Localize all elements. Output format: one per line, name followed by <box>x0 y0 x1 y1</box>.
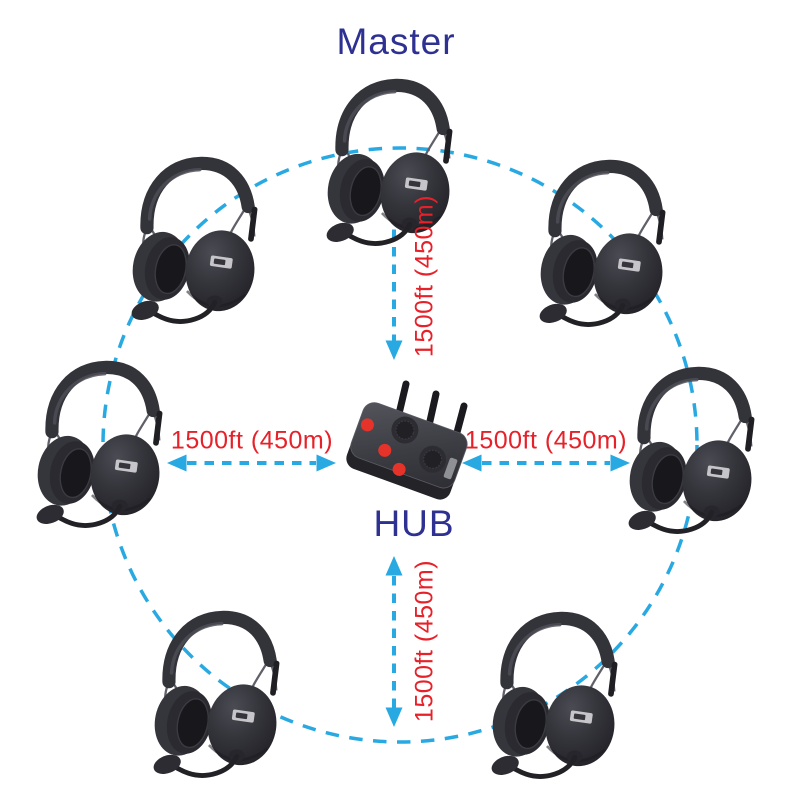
hub-red-indicator <box>360 418 374 432</box>
hub-label: HUB <box>373 503 455 544</box>
headset-bottom-right <box>486 618 619 778</box>
distance-arrow-left <box>167 454 336 472</box>
hub-device-icon <box>346 380 468 500</box>
headset-upper-left <box>126 163 259 323</box>
arrowhead-right-icon <box>610 454 630 472</box>
hub-red-indicator <box>378 443 392 457</box>
distance-label-right: 1500ft (450m) <box>464 426 628 455</box>
distance-arrow-right <box>462 454 630 472</box>
arrowhead-left-icon <box>462 454 482 472</box>
arrowhead-right-icon <box>316 454 336 472</box>
headset-right <box>623 373 756 533</box>
distance-label-top: 1500ft (450m) <box>410 194 439 358</box>
range-circle <box>101 146 699 744</box>
arrowhead-left-icon <box>167 454 187 472</box>
arrowhead-down-icon <box>385 707 403 727</box>
arrowhead-down-icon <box>385 340 403 360</box>
distance-label-bottom: 1500ft (450m) <box>410 559 439 723</box>
distance-arrow-bottom <box>385 556 403 727</box>
headset-left <box>31 367 164 527</box>
hub-red-indicator <box>392 462 406 476</box>
distance-label-left: 1500ft (450m) <box>170 426 334 455</box>
arrowhead-up-icon <box>385 556 403 576</box>
master-label: Master <box>336 21 456 62</box>
hub-brand-label <box>443 457 458 480</box>
headset-bottom-left <box>148 617 281 777</box>
